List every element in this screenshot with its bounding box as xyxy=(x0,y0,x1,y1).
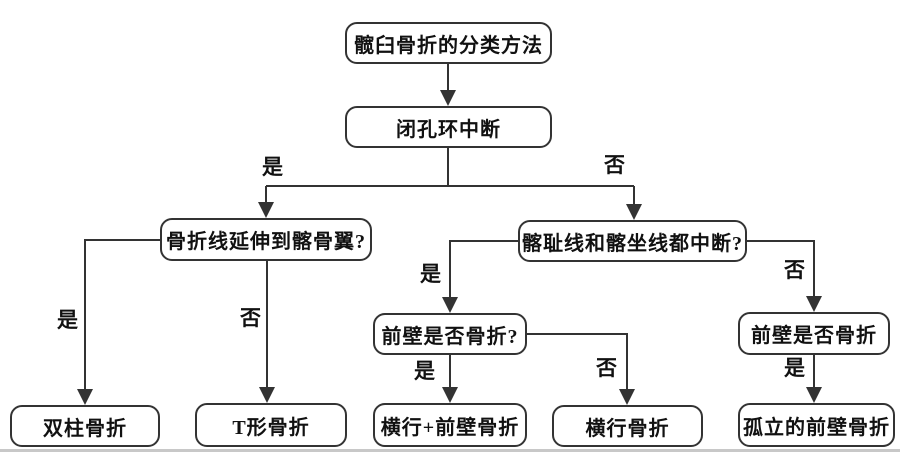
edge-awq-no xyxy=(527,333,635,405)
node-anterior-wall-question: 前壁是否骨折? xyxy=(373,313,527,355)
branch-label-yes: 是 xyxy=(784,356,805,380)
edge-lines-no xyxy=(747,240,822,312)
node-both-column-fracture: 双柱骨折 xyxy=(10,405,160,447)
node-root-title: 髋臼骨折的分类方法 xyxy=(345,22,552,64)
node-isolated-anterior-wall-fracture: 孤立的前壁骨折 xyxy=(738,403,895,447)
node-iliac-wing-question: 骨折线延伸到髂骨翼? xyxy=(160,218,372,261)
branch-label-no: 否 xyxy=(240,306,261,330)
edge-iliacwing-yes xyxy=(77,239,160,405)
branch-label-yes: 是 xyxy=(262,155,283,179)
node-obturator-ring: 闭孔环中断 xyxy=(345,106,552,148)
edge-lines-yes xyxy=(442,240,518,313)
node-transverse-fracture: 横行骨折 xyxy=(552,405,703,447)
branch-label-no: 否 xyxy=(604,153,625,177)
node-t-shaped-fracture: T形骨折 xyxy=(195,403,347,447)
branch-label-no: 否 xyxy=(784,258,805,282)
node-anterior-wall-question-2: 前壁是否骨折 xyxy=(738,312,890,355)
branch-label-no: 否 xyxy=(596,356,617,380)
node-iliopubic-ilioischial-question: 髂耻线和髂坐线都中断? xyxy=(518,220,747,262)
branch-label-yes: 是 xyxy=(420,262,441,286)
bottom-divider xyxy=(0,449,900,452)
node-transverse-plus-anterior-fracture: 横行+前壁骨折 xyxy=(373,403,527,447)
branch-label-yes: 是 xyxy=(414,359,435,383)
edge-obturator-stem xyxy=(266,148,634,187)
branch-label-yes: 是 xyxy=(57,308,78,332)
